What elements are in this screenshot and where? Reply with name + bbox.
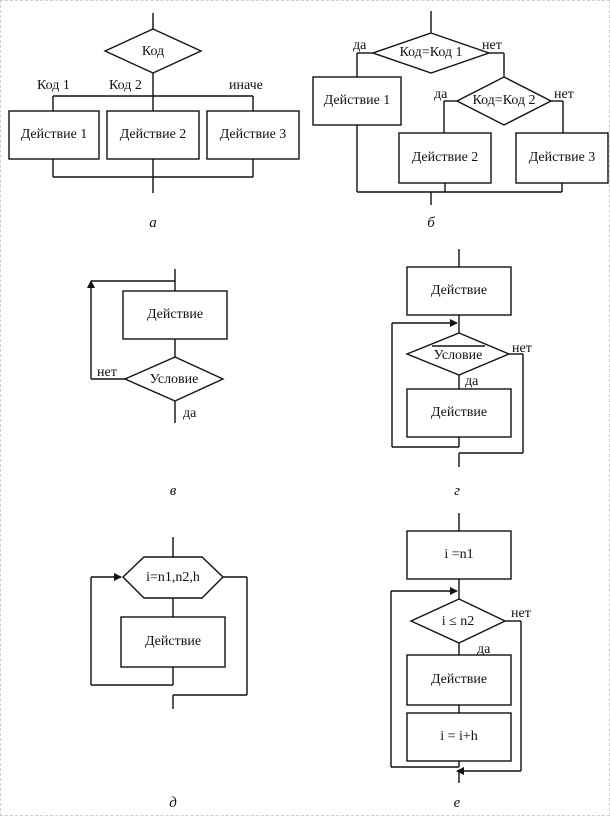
caption: д (169, 795, 177, 811)
yes-label: да (434, 87, 448, 102)
decision-diamond (455, 76, 553, 126)
action-label: Действие (147, 307, 203, 322)
action-box (406, 266, 512, 316)
increment-label: i = i+h (440, 729, 478, 744)
action-box (8, 110, 100, 160)
decision-diamond (370, 32, 492, 74)
loop-header-label: i=n1,n2,h (146, 570, 200, 585)
action-label: Действие (431, 672, 487, 687)
diagram-a: Код Код 1 Код 2 иначе Действие 1 Действи… (8, 13, 300, 231)
caption: а (149, 215, 157, 231)
action-label: Действие 1 (324, 93, 391, 108)
action-label: Действие 3 (529, 150, 596, 165)
action-box (398, 132, 492, 184)
init-box (406, 530, 512, 580)
no-label: нет (512, 341, 532, 356)
action-box (406, 388, 512, 438)
action-box (106, 110, 200, 160)
decision-label: Код=Код 2 (472, 93, 535, 108)
init-label: i =n1 (444, 547, 473, 562)
diagram-e: i =n1 i ≤ n2 нет да Действие i = i+h е (390, 513, 531, 811)
action-label: Действие 2 (120, 127, 187, 142)
decision-label: Условие (434, 348, 483, 363)
case-label-2: Код 2 (109, 78, 142, 93)
case-label-1: Код 1 (37, 78, 70, 93)
no-label: нет (97, 365, 117, 380)
diagram-v: Действие Условие нет да в (87, 269, 228, 499)
action-label: Действие (145, 634, 201, 649)
action-label: Действие 1 (21, 127, 88, 142)
yes-label: да (477, 642, 491, 657)
decision-label: Код=Код 1 (399, 45, 462, 60)
loop-header-hexagon (121, 556, 225, 599)
action-label: Действие 3 (220, 127, 287, 142)
no-label: нет (511, 606, 531, 621)
decision-label: Код (142, 44, 164, 59)
no-label: нет (554, 87, 574, 102)
caption: б (427, 215, 435, 231)
yes-label: да (353, 38, 367, 53)
increment-box (406, 712, 512, 762)
yes-label: да (183, 406, 197, 421)
action-label: Действие 2 (412, 150, 479, 165)
caption: г (454, 483, 460, 499)
action-box (515, 132, 609, 184)
diagram-b: Код=Код 1 да нет Действие 1 Код=Код 2 да… (312, 11, 609, 231)
diagram-g: Действие Условие нет да Действие г (391, 249, 532, 499)
diagram-d: i=n1,n2,h Действие д (90, 537, 248, 811)
yes-label: да (465, 374, 479, 389)
caption: в (170, 483, 177, 499)
action-box (122, 290, 228, 340)
action-label: Действие (431, 283, 487, 298)
action-box (312, 76, 402, 126)
decision-label: Условие (150, 372, 199, 387)
decision-label: i ≤ n2 (442, 614, 475, 629)
case-label-else: иначе (229, 78, 263, 93)
no-label: нет (482, 38, 502, 53)
action-label: Действие (431, 405, 487, 420)
caption: е (454, 795, 461, 811)
